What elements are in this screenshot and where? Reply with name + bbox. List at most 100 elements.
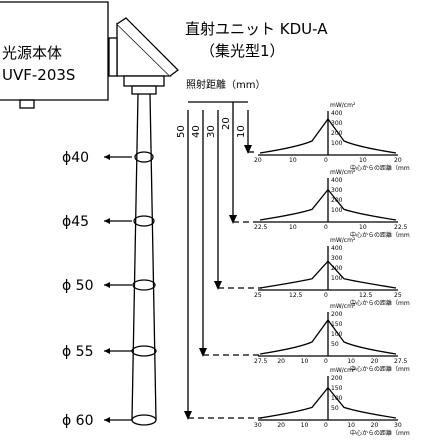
irradiance-curve <box>259 117 397 154</box>
diameter-arrowhead <box>104 154 110 160</box>
cone-section <box>133 215 155 227</box>
distance-value: 10 <box>236 125 247 138</box>
chart-x-label: 中心からの距離（mm <box>350 299 410 307</box>
chart-y-tick: 300 <box>331 187 343 194</box>
chart-x-tick: 12.5 <box>289 292 303 299</box>
chart-y-tick: 100 <box>331 207 343 214</box>
direct-unit: 直射ユニット KDU-A （集光型1） <box>108 17 328 95</box>
distance-value: 40 <box>191 125 202 138</box>
chart-y-unit: mW/cm² <box>330 367 356 374</box>
cone-section <box>134 151 154 163</box>
chart-x-tick: 30 <box>254 422 262 429</box>
source-unit-model: UVF-203S <box>2 66 75 84</box>
diameter-label: ϕ45 <box>62 214 89 230</box>
diameter-label: ϕ40 <box>62 150 89 166</box>
chart-x-tick: 10 <box>359 224 367 231</box>
irradiance-curve <box>259 386 397 419</box>
chart-y-tick: 300 <box>331 255 343 262</box>
irradiance-curve <box>259 188 397 221</box>
diameter-arrowhead <box>104 282 110 288</box>
chart-x-tick: 10 <box>301 358 309 365</box>
chart-x-tick: 22.5 <box>394 224 408 231</box>
distance-arrowhead <box>244 145 252 154</box>
diameter-label: ϕ 50 <box>62 278 94 294</box>
chart-y-tick: 200 <box>331 375 343 382</box>
cone-section <box>131 345 157 357</box>
light-source-unit: 光源本体 UVF-203S <box>0 1 109 109</box>
diameter-label: ϕ 60 <box>62 413 94 429</box>
chart-y-unit: mW/cm² <box>330 169 356 176</box>
chart-x-tick: 10 <box>289 224 297 231</box>
distance-arrowhead <box>229 215 237 224</box>
diameter-arrowhead <box>104 348 110 354</box>
chart-x-tick: 27.5 <box>394 358 408 365</box>
chart-y-unit: mW/cm² <box>330 303 356 310</box>
chart-x-tick: 0 <box>324 224 328 231</box>
chart-y-tick: 150 <box>331 385 343 392</box>
chart-x-tick: 20 <box>277 358 285 365</box>
chart-y-tick: 400 <box>331 177 343 184</box>
chart-x-tick: 0 <box>324 422 328 429</box>
chart-x-tick: 22.5 <box>254 224 268 231</box>
chart-y-tick: 150 <box>331 321 343 328</box>
chart-y-tick: 200 <box>331 311 343 318</box>
distance-arrowhead <box>184 411 192 420</box>
chart-x-tick: 10 <box>347 422 355 429</box>
distance-axis-label: 照射距離（mm） <box>186 78 265 91</box>
direct-unit-name: 直射ユニット KDU-A <box>185 20 328 38</box>
chart-x-tick: 20 <box>277 422 285 429</box>
chart-x-tick: 10 <box>359 157 367 164</box>
irradiance-curve <box>259 318 397 355</box>
chart-x-tick: 20 <box>371 358 379 365</box>
chart-y-tick: 50 <box>331 405 339 412</box>
cone-section <box>132 279 156 291</box>
chart-y-tick: 400 <box>331 245 343 252</box>
irradiance-curve <box>259 260 397 289</box>
chart-y-tick: 200 <box>331 130 343 137</box>
chart-y-tick: 100 <box>331 331 343 338</box>
chart-x-label: 中心からの距離（mm <box>350 164 410 172</box>
diameter-label: ϕ 55 <box>62 344 94 360</box>
diameter-arrowhead <box>104 218 110 224</box>
distance-value: 20 <box>221 117 232 130</box>
distance-value: 50 <box>176 125 187 138</box>
chart-x-tick: 12.5 <box>359 292 373 299</box>
diameter-arrowhead <box>104 417 110 423</box>
distance-arrowhead <box>199 348 207 357</box>
chart-y-unit: mW/cm² <box>330 102 356 109</box>
chart-y-tick: 100 <box>331 275 343 282</box>
distance-arrows: 10 20 30 40 50 <box>176 101 262 420</box>
diameter-labels: ϕ40 ϕ45 ϕ 50 ϕ 55 ϕ 60 <box>62 150 157 429</box>
distance-value: 30 <box>206 125 217 138</box>
chart-y-unit: mW/cm² <box>330 237 356 244</box>
chart-y-tick: 400 <box>331 110 343 117</box>
chart-x-tick: 0 <box>324 157 328 164</box>
chart-x-tick: 0 <box>324 292 328 299</box>
chart-y-tick: 50 <box>331 341 339 348</box>
chart-x-tick: 10 <box>301 422 309 429</box>
light-cone <box>131 93 157 426</box>
chart-y-tick: 200 <box>331 265 343 272</box>
chart-x-label: 中心からの距離（mm <box>350 429 410 437</box>
chart-x-label: 中心からの距離（mm <box>350 231 410 239</box>
chart-x-tick: 10 <box>289 157 297 164</box>
chart-y-tick: 100 <box>331 140 343 147</box>
chart-x-tick: 20 <box>254 157 262 164</box>
chart-x-tick: 30 <box>394 422 402 429</box>
chart-x-tick: 25 <box>394 292 402 299</box>
chart-x-tick: 0 <box>324 358 328 365</box>
chart-x-tick: 20 <box>371 422 379 429</box>
distance-arrowhead <box>214 281 222 290</box>
chart-x-tick: 25 <box>254 292 262 299</box>
source-unit-name: 光源本体 <box>2 44 62 62</box>
chart-x-tick: 20 <box>394 157 402 164</box>
chart-y-tick: 300 <box>331 120 343 127</box>
chart-x-tick: 10 <box>347 358 355 365</box>
